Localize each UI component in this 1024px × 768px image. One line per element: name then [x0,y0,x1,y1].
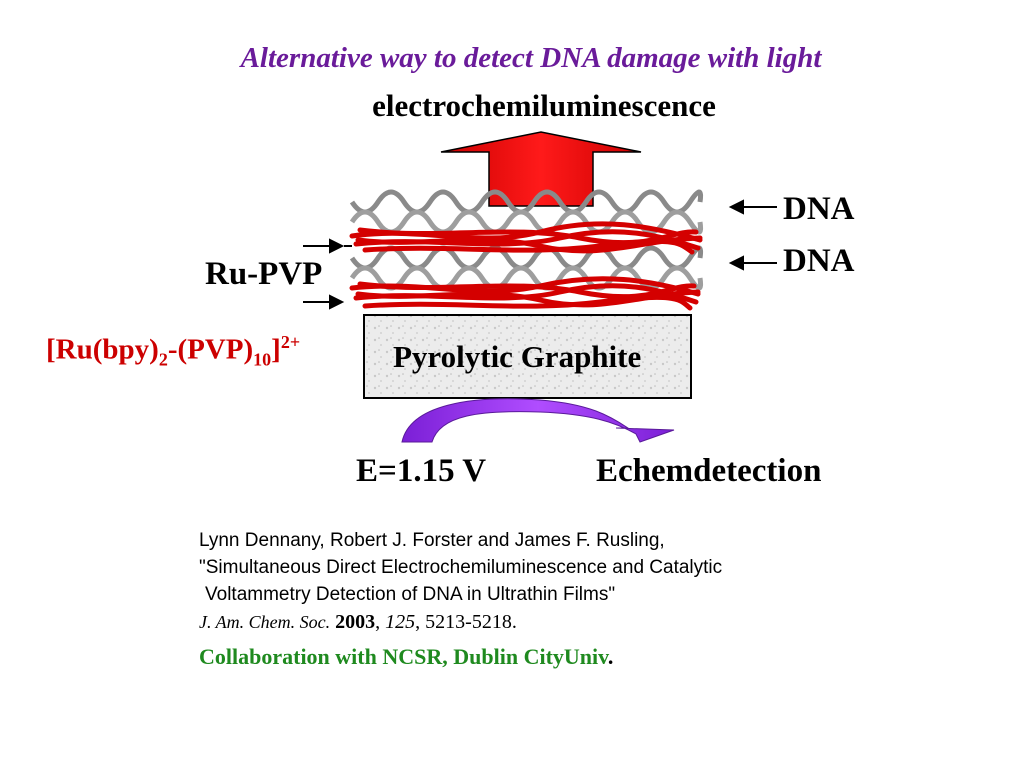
slide-title: Alternative way to detect DNA damage wit… [240,42,822,74]
ru-complex-formula: [Ru(bpy)2-(PVP)10]2+ [46,332,300,370]
ru-pvp-pointer-arrows [303,238,352,310]
formula-sup: 2+ [280,332,301,352]
ru-pvp-label: Ru-PVP [205,256,323,292]
reference-authors: Lynn Dennany, Robert J. Forster and Jame… [199,530,665,551]
collaboration-univ: Univ [563,644,608,669]
graphite-electrode [363,314,692,399]
reference-journal: J. Am. Chem. Soc. [199,612,331,632]
formula-part1: [Ru(bpy) [46,333,159,366]
formula-part3: ] [271,333,281,366]
light-emission-arrow [440,131,642,207]
echem-curved-arrow [401,398,675,443]
graphite-label: Pyrolytic Graphite [393,339,642,374]
formula-sub1: 2 [158,349,168,370]
dna-label-bottom: DNA [783,243,855,279]
ru-pvp-polymer-bottom [349,276,701,311]
reference-sep: , [375,611,381,633]
voltage-label: E=1.15 V [356,453,487,489]
reference-pages: , 5213-5218. [415,611,517,633]
dna-pointer-arrows [728,199,777,271]
reference-title-line2: Voltammetry Detection of DNA in Ultrathi… [205,584,616,605]
collaboration-note: Collaboration with NCSR, Dublin CityUniv… [199,644,613,670]
collaboration-dot: . [607,644,614,669]
reference-year: 2003 [335,611,376,633]
formula-part2: -(PVP) [167,333,254,366]
reference-citation: J. Am. Chem. Soc. 2003, 125, 5213-5218. [199,611,517,634]
reference-volume: 125 [385,611,416,633]
detection-label: Echemdetection [596,453,822,489]
reference-title-line1: "Simultaneous Direct Electrochemilumines… [199,557,723,578]
dna-label-top: DNA [783,191,855,227]
slide-subtitle: electrochemiluminescence [372,88,716,123]
formula-sub2: 10 [253,349,272,370]
collaboration-text: Collaboration with NCSR, Dublin City [199,644,564,669]
ru-pvp-polymer-top [349,221,703,255]
